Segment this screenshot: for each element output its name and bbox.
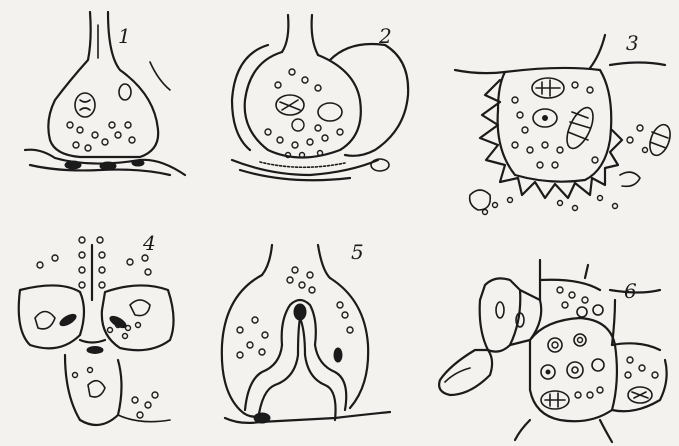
panel-1-drawing: [25, 12, 185, 175]
panel-1-label: 1: [118, 26, 131, 46]
panel-2-label: 2: [379, 26, 392, 46]
panel-4-drawing: [19, 237, 174, 425]
panel-5-label: 5: [351, 242, 364, 262]
panel-5-drawing: [222, 245, 390, 423]
panel-3-label: 3: [626, 33, 639, 53]
panel-6-label: 6: [624, 281, 637, 301]
panel-4-label: 4: [143, 233, 156, 253]
panel-3-drawing: [455, 35, 674, 215]
